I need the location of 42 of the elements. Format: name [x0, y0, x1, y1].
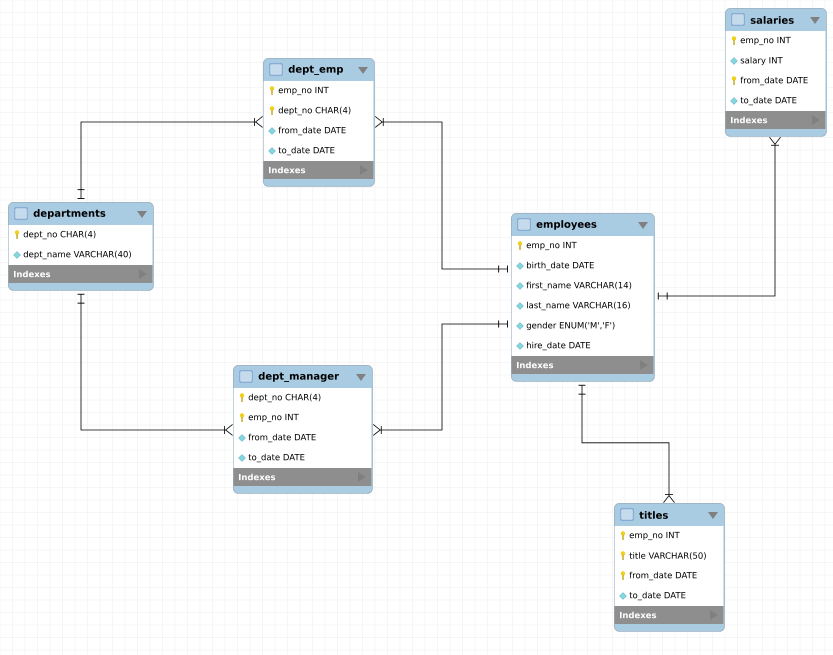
table-title: employees [536, 220, 596, 230]
indexes-label: Indexes [730, 116, 768, 124]
column-name: to_date DATE [278, 146, 334, 156]
table-title: departments [34, 209, 106, 219]
column-name: first_name VARCHAR(14) [526, 282, 632, 290]
relationship-line [372, 320, 508, 436]
column-name: dept_name VARCHAR(40) [24, 250, 131, 260]
column-name: from_date DATE [248, 434, 316, 442]
column-name: to_date DATE [248, 454, 304, 462]
column-name: dept_no CHAR(4) [248, 394, 320, 402]
column-name: emp_no INT [740, 36, 791, 46]
column-name: from_date DATE [278, 126, 346, 136]
column-name: emp_no INT [278, 86, 329, 96]
relationship-line [658, 136, 781, 300]
column-name: hire_date DATE [526, 342, 590, 350]
column-name: last_name VARCHAR(16) [527, 302, 630, 310]
column-name: emp_no INT [630, 532, 680, 540]
indexes-label: Indexes [269, 166, 306, 174]
column-name: from_date DATE [629, 572, 697, 580]
relationship-line [77, 294, 233, 436]
column-name: gender ENUM('M','F') [526, 322, 614, 330]
table-title: titles [639, 511, 668, 519]
column-name: salary INT [740, 56, 783, 66]
indexes-label: Indexes [14, 270, 50, 278]
indexes-label: Indexes [517, 362, 554, 368]
table-title: salaries [750, 16, 794, 24]
indexes-label: Indexes [620, 612, 656, 618]
column-name: dept_no CHAR(4) [278, 106, 350, 116]
table-title: dept_manager [258, 372, 339, 382]
column-name: birth_date DATE [526, 262, 594, 270]
column-name: emp_no INT [248, 414, 299, 422]
column-name: from_date DATE [740, 76, 808, 86]
column-name: emp_no INT [526, 242, 577, 250]
relationship-line [374, 116, 508, 273]
column-name: title VARCHAR(50) [629, 552, 706, 560]
column-name: to_date DATE [629, 592, 686, 600]
table-title: dept_emp [288, 65, 343, 75]
indexes-label: Indexes [239, 474, 276, 480]
relationship-line [578, 384, 675, 503]
column-name: to_date DATE [740, 96, 796, 106]
column-name: dept_no CHAR(4) [24, 230, 96, 240]
relationship-line [77, 116, 263, 199]
